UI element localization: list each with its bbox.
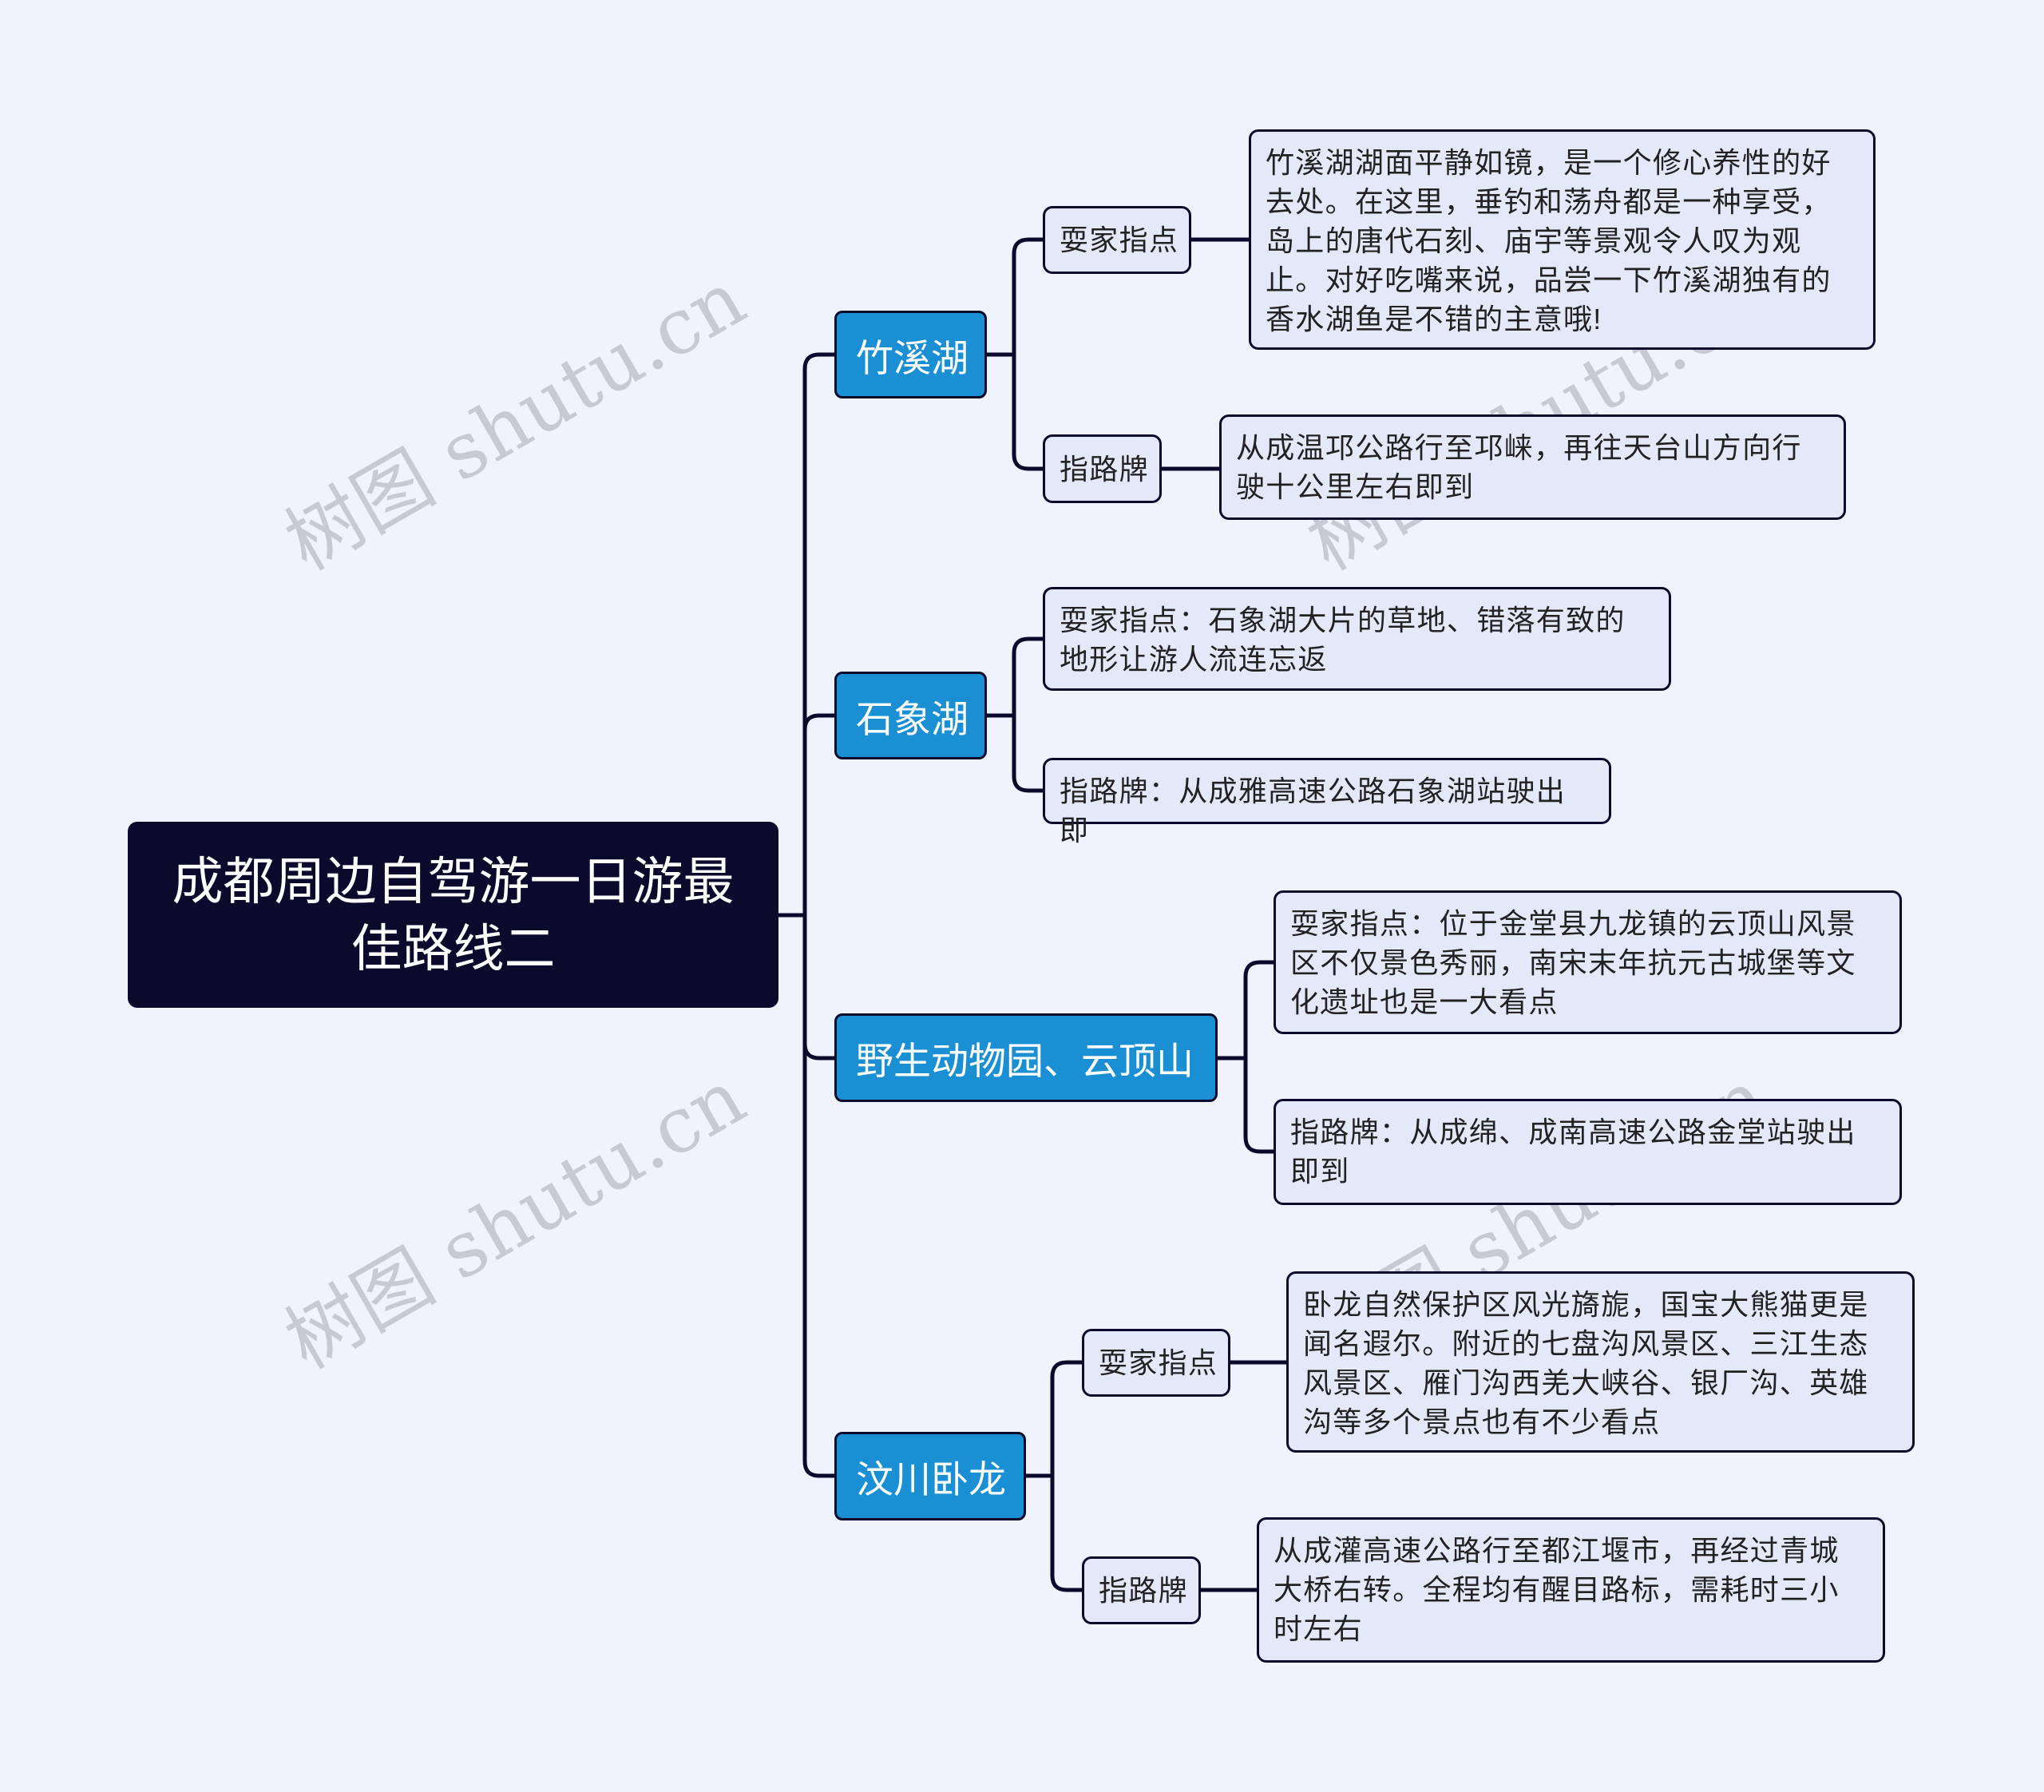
branch-zoo-yunding[interactable]: 野生动物园、云顶山 (834, 1013, 1218, 1102)
text-tips[interactable]: 竹溪湖湖面平静如镜，是一个修心养性的好去处。在这里，垂钓和荡舟都是一种享受，岛上… (1249, 129, 1876, 350)
label-tips[interactable]: 耍家指点 (1043, 206, 1191, 274)
text-tips[interactable]: 卧龙自然保护区风光旖旎，国宝大熊猫更是闻名遐尔。附近的七盘沟风景区、三江生态风景… (1286, 1271, 1915, 1453)
branch-shixiang-lake[interactable]: 石象湖 (834, 672, 987, 759)
connector-line (1218, 960, 1274, 1061)
branch-wenchuan-wolong[interactable]: 汶川卧龙 (834, 1432, 1026, 1520)
text-directions[interactable]: 从成温邛公路行至邛崃，再往天台山方向行驶十公里左右即到 (1219, 414, 1846, 520)
text-directions[interactable]: 指路牌：从成雅高速公路石象湖站驶出即 (1043, 758, 1611, 846)
connector-line (987, 237, 1043, 357)
connector-line (1218, 1056, 1274, 1154)
connector-line (1026, 1473, 1082, 1592)
label-directions[interactable]: 指路牌 (1082, 1556, 1201, 1624)
connector-line (778, 352, 834, 918)
connector-line (778, 713, 834, 918)
label-tips[interactable]: 耍家指点 (1082, 1329, 1230, 1397)
connector-line (987, 352, 1043, 471)
text-directions[interactable]: 指路牌：从成绵、成南高速公路金堂站驶出即到 (1274, 1099, 1902, 1205)
text-tips[interactable]: 耍家指点：石象湖大片的草地、错落有致的地形让游人流连忘返 (1043, 587, 1671, 691)
text-tips[interactable]: 耍家指点：位于金堂县九龙镇的云顶山风景区不仅景色秀丽，南宋末年抗元古城堡等文化遗… (1274, 890, 1902, 1034)
label-directions[interactable]: 指路牌 (1043, 434, 1162, 503)
root-topic[interactable]: 成都周边自驾游一日游最佳路线二 (128, 822, 778, 1008)
connector-line (987, 713, 1043, 793)
text-directions[interactable]: 从成灌高速公路行至都江堰市，再经过青城大桥右转。全程均有醒目路标，需耗时三小时左… (1257, 1517, 1885, 1663)
connector-line (778, 913, 834, 1478)
branch-zhuxi-lake[interactable]: 竹溪湖 (834, 311, 987, 398)
connector-line (1026, 1360, 1082, 1478)
connector-line (987, 636, 1043, 718)
